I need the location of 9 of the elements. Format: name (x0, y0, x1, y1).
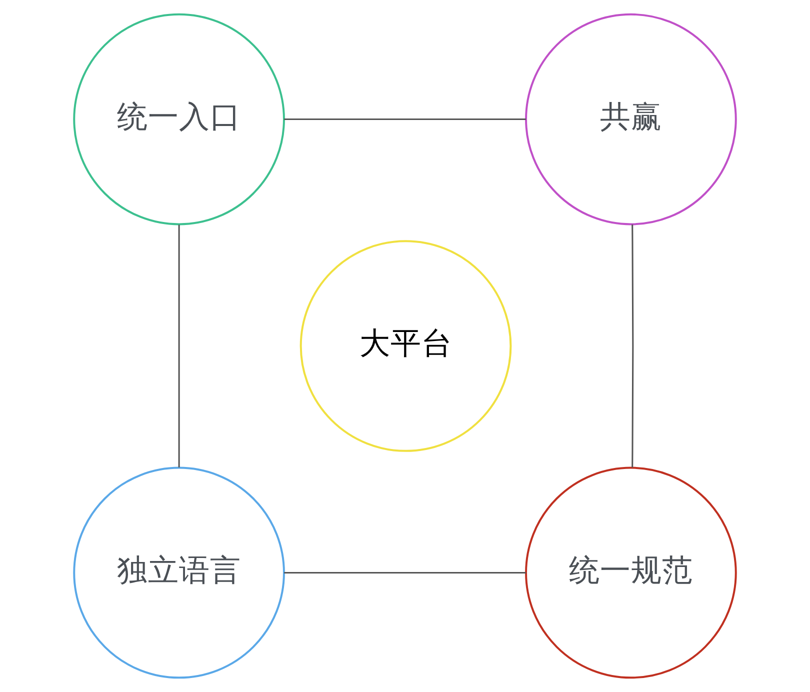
node-circle: 统一规范 (525, 466, 737, 679)
node-circle: 大平台 (300, 240, 512, 452)
connector (284, 572, 526, 574)
node-circle: 共赢 (525, 13, 737, 226)
connector (632, 224, 634, 468)
connector (178, 224, 180, 468)
connector (284, 118, 526, 120)
node-circle: 独立语言 (73, 466, 285, 679)
node-circle: 统一入口 (73, 13, 285, 226)
